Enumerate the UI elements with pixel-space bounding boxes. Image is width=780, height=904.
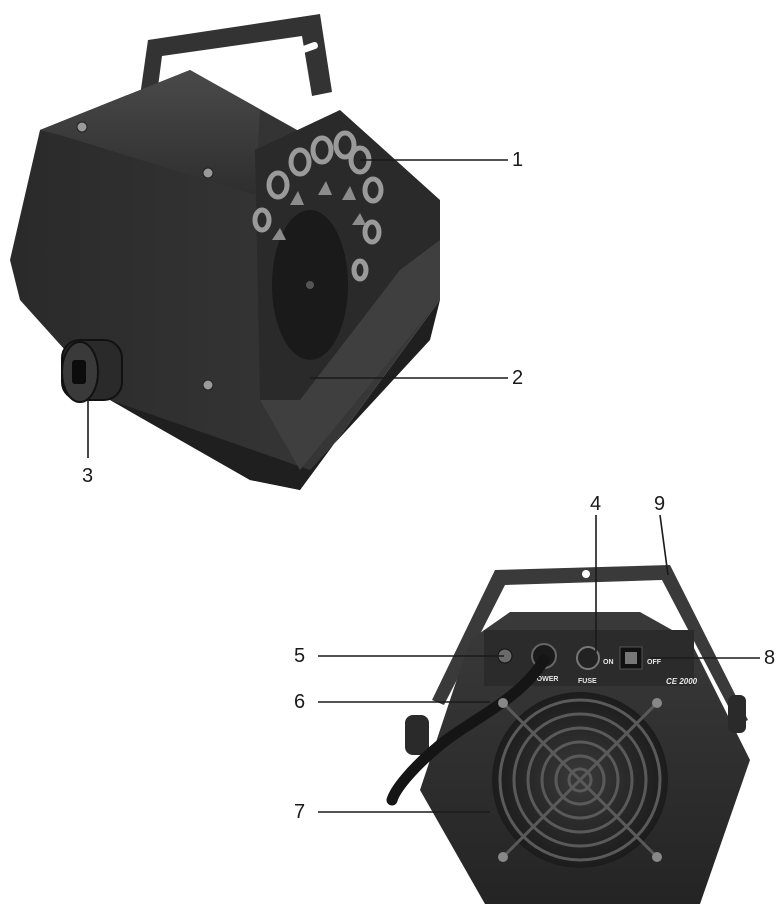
callout-numbers: 1 2 3 4 9 5 6 7 8 — [82, 149, 775, 823]
fan-grill — [492, 692, 668, 868]
handle-hole — [582, 570, 590, 578]
front-knob — [61, 339, 123, 403]
rear-view: POWER FUSE ON OFF CE 2000 — [386, 565, 750, 904]
callout-4: 4 — [590, 493, 601, 515]
callout-3: 3 — [82, 465, 93, 487]
rear-side-knob — [405, 715, 429, 755]
fuse-holder — [576, 646, 600, 670]
callout-2: 2 — [512, 367, 523, 389]
callout-1: 1 — [512, 149, 523, 171]
fuse-label: FUSE — [578, 678, 597, 685]
front-view — [10, 14, 440, 490]
ce-mark-label: CE 2000 — [666, 677, 698, 686]
bubble-tray — [260, 240, 440, 470]
callout-6: 6 — [294, 691, 305, 713]
handle-slot — [300, 41, 318, 53]
wheel-paddles — [272, 181, 366, 240]
on-label: ON — [603, 659, 614, 666]
bubble-rings — [252, 130, 384, 282]
front-housing-top — [40, 70, 260, 195]
wheel-hub — [306, 281, 314, 289]
off-label: OFF — [647, 659, 662, 666]
callout-7: 7 — [294, 801, 305, 823]
power-label: POWER — [532, 676, 558, 683]
callout-5: 5 — [294, 645, 305, 667]
callout-9: 9 — [654, 493, 665, 515]
rear-side-knob-right — [728, 695, 746, 733]
front-housing-bottom — [110, 300, 440, 490]
power-cable — [386, 654, 550, 806]
callout-8: 8 — [764, 647, 775, 669]
callout-lines — [87, 159, 760, 813]
power-switch-rocker — [625, 652, 637, 664]
housing-screws — [76, 121, 214, 391]
